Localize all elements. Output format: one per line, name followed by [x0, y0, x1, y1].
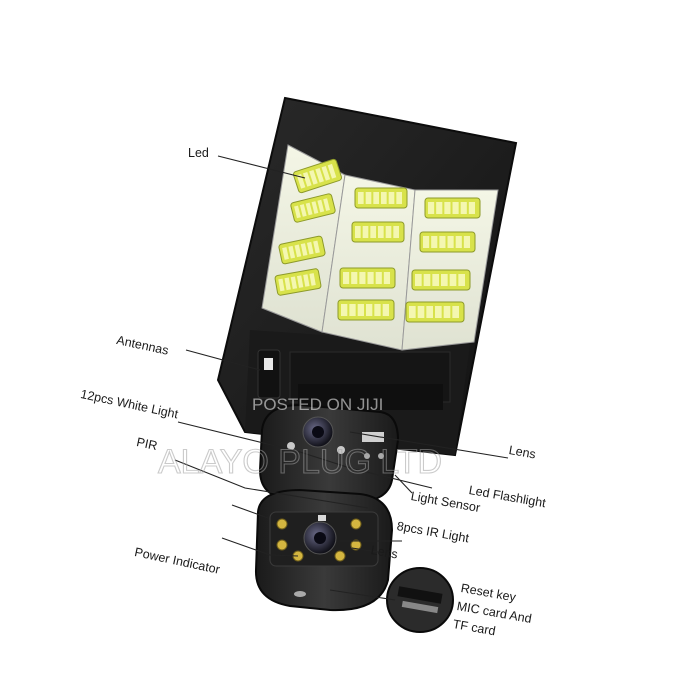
led-chip [300, 243, 308, 256]
led-chip [426, 306, 433, 318]
led-chip [358, 192, 364, 204]
led-chip [452, 306, 459, 318]
led-chip [355, 226, 361, 238]
led-chip [313, 240, 320, 254]
led-chip [439, 236, 446, 248]
led-chip [460, 202, 467, 214]
callout-lines [174, 155, 509, 601]
led-chip [290, 276, 298, 290]
led-chip [327, 163, 337, 179]
led-chip [432, 274, 439, 286]
led-chip [388, 192, 395, 204]
led-chip [409, 306, 416, 318]
led-chip [382, 304, 389, 316]
led-chip [311, 201, 319, 214]
led-chip [374, 304, 381, 316]
led-chip [385, 226, 392, 238]
led-chip [443, 306, 451, 318]
led-chip [306, 241, 314, 255]
led-chip [393, 226, 399, 238]
led-chip [396, 192, 402, 204]
led-chip [315, 167, 324, 183]
led-chip [294, 205, 301, 219]
watermark-posted: POSTED ON JIJI [252, 395, 383, 414]
led-chip [428, 202, 435, 214]
led-chip [321, 165, 331, 181]
led-chip [447, 236, 454, 248]
led-chip [305, 202, 313, 216]
led-chip [282, 247, 289, 260]
led-chips [274, 158, 481, 323]
led-chip [296, 275, 304, 288]
led-chip [449, 274, 457, 286]
led-chip [278, 278, 285, 292]
led-chip [359, 272, 366, 284]
led-chip [302, 171, 312, 187]
led-chip [366, 304, 373, 316]
led-chip [362, 226, 369, 238]
led-chip [296, 173, 306, 189]
led-chip [435, 306, 442, 318]
led-chip [357, 304, 364, 316]
led-chip [284, 277, 291, 291]
led-chip [288, 245, 296, 259]
antenna-module [257, 349, 451, 410]
led-chip [444, 202, 451, 214]
led-chip [323, 198, 330, 211]
led-chip [423, 274, 431, 286]
led-chip [378, 226, 384, 238]
led-chip [294, 244, 302, 258]
led-chip [317, 199, 325, 213]
led-chip [431, 236, 438, 248]
led-chip [381, 192, 387, 204]
led-chip [375, 272, 382, 284]
led-chip [458, 274, 465, 286]
led-chip [373, 192, 379, 204]
led-chip [309, 169, 318, 185]
led-chip [455, 236, 462, 248]
led-chip [415, 274, 422, 286]
led-chip [309, 273, 316, 286]
led-chip [367, 272, 374, 284]
led-chip [468, 202, 475, 214]
led-chip [351, 272, 358, 284]
led-chip [299, 204, 307, 217]
led-chip [417, 306, 425, 318]
led-chip [303, 274, 310, 287]
led-chip [349, 304, 356, 316]
led-chip [343, 272, 350, 284]
led-chip [365, 192, 372, 204]
led-chip [463, 236, 470, 248]
led-chip [370, 226, 376, 238]
reset-slot-inset [386, 567, 454, 633]
led-chip [423, 236, 430, 248]
led-chip [436, 202, 443, 214]
camera-lower-dome [254, 488, 394, 612]
label-led: Led [188, 146, 209, 160]
led-chip [452, 202, 459, 214]
led-chip [441, 274, 448, 286]
camera-upper-head [258, 403, 400, 504]
watermark-seller: ALAYO PLUG LTD [158, 443, 442, 481]
led-chip [383, 272, 390, 284]
led-chip [341, 304, 348, 316]
